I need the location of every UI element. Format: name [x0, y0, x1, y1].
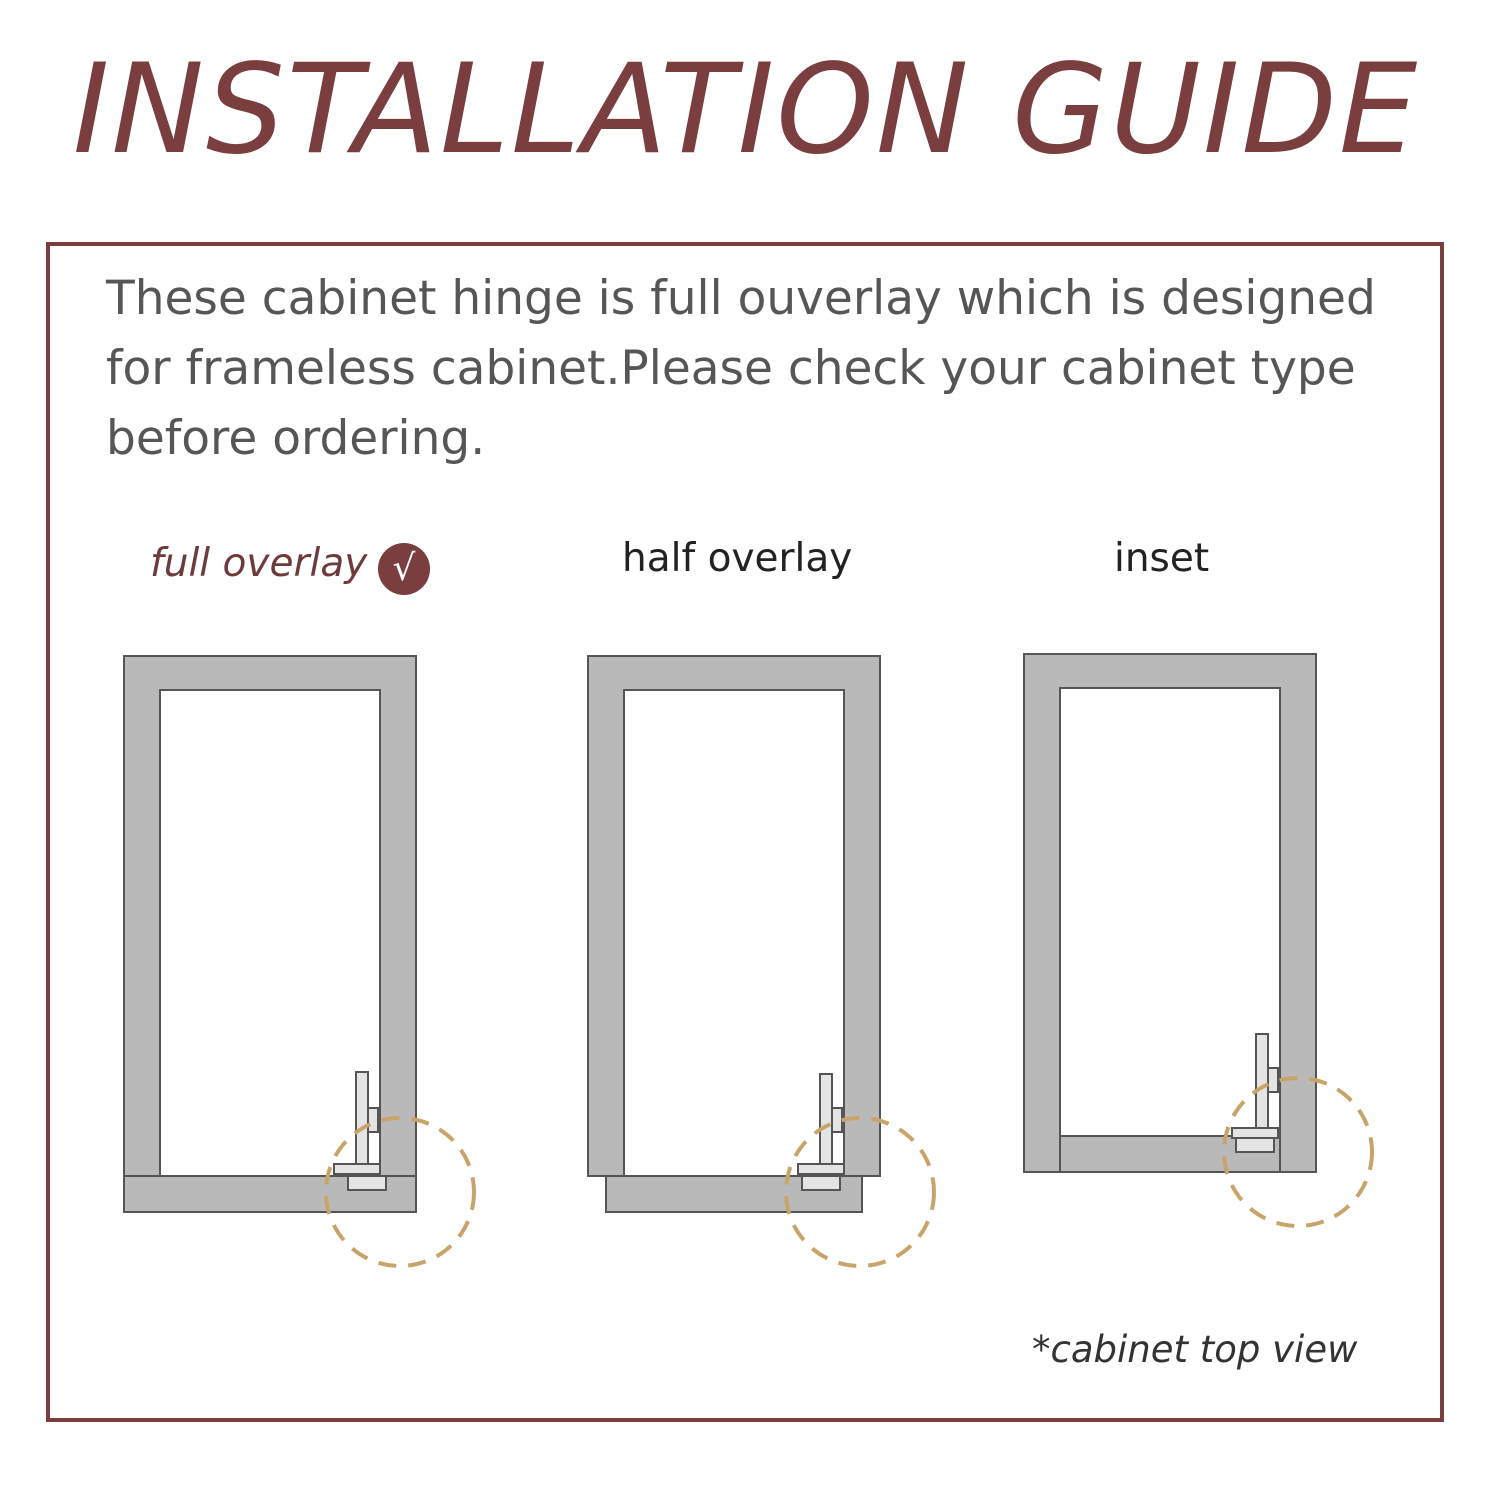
hinge-cup — [333, 1163, 381, 1175]
hinge-arm — [1255, 1033, 1269, 1129]
check-icon: √ — [378, 543, 430, 595]
detail-circle — [784, 1116, 936, 1268]
cabinet-frame — [123, 655, 417, 1177]
inset-diagram — [1023, 653, 1374, 1228]
cabinet-frame — [1023, 653, 1317, 1173]
hinge-cup — [797, 1163, 845, 1175]
hinge-plate — [1235, 1137, 1275, 1153]
label-inset: inset — [1114, 536, 1210, 581]
guide-panel: These cabinet hinge is full ouverlay whi… — [46, 242, 1444, 1422]
hinge-plate — [801, 1175, 841, 1191]
half-overlay-diagram — [587, 655, 936, 1268]
top-view-note: *cabinet top view — [1032, 1328, 1358, 1371]
page-title: INSTALLATION GUIDE — [72, 38, 1420, 182]
hinge-block — [367, 1107, 379, 1133]
detail-circle — [1222, 1076, 1374, 1228]
hinge-cup — [1231, 1127, 1279, 1139]
cabinet-frame — [587, 655, 881, 1177]
cabinet-diagrams — [123, 653, 1374, 1268]
hinge-arm — [819, 1073, 833, 1169]
hinge-plate — [347, 1175, 387, 1191]
label-half-overlay: half overlay — [622, 536, 853, 581]
intro-text: These cabinet hinge is full ouverlay whi… — [106, 271, 1376, 466]
full-overlay-diagram — [123, 655, 476, 1268]
hinge-block — [831, 1107, 843, 1133]
detail-circle — [324, 1116, 476, 1268]
hinge-block — [1267, 1067, 1279, 1093]
label-full-overlay: full overlay — [150, 541, 368, 586]
hinge-arm — [355, 1071, 369, 1169]
